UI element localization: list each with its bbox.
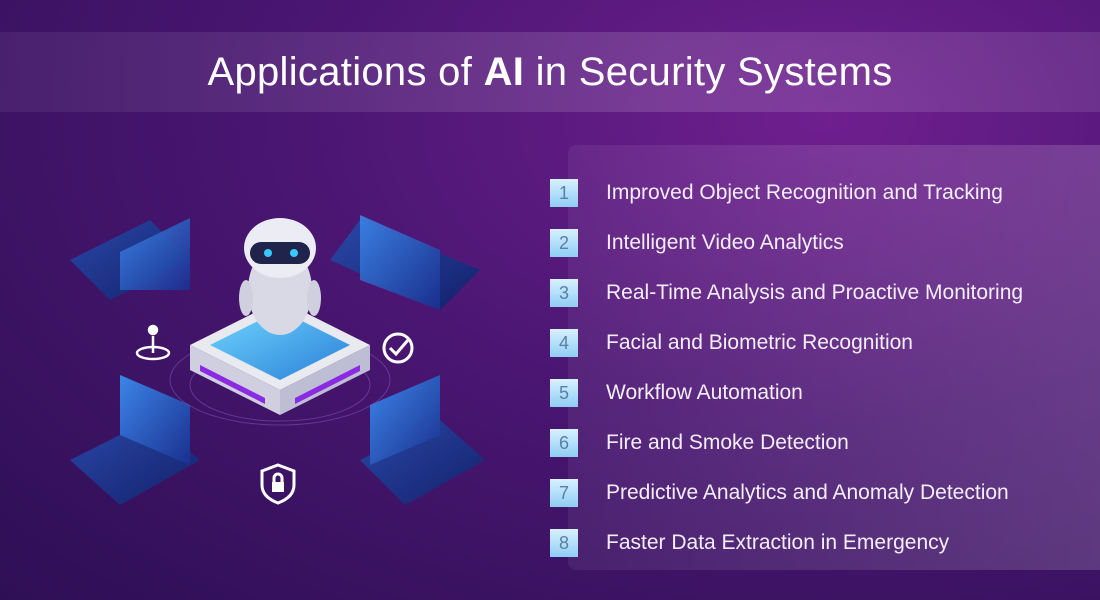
item-number-badge: 3 xyxy=(550,279,578,307)
item-label: Real-Time Analysis and Proactive Monitor… xyxy=(606,281,1024,304)
item-number-badge: 2 xyxy=(550,229,578,257)
user-location-icon xyxy=(135,324,171,361)
laptop-icon xyxy=(360,375,485,505)
item-label: Predictive Analytics and Anomaly Detecti… xyxy=(606,481,1009,504)
item-label: Intelligent Video Analytics xyxy=(606,231,844,254)
item-number-badge: 5 xyxy=(550,379,578,407)
robot-platform xyxy=(190,300,370,415)
robot-icon xyxy=(239,218,321,335)
applications-list: 1 Improved Object Recognition and Tracki… xyxy=(550,168,1023,568)
list-item: 4 Facial and Biometric Recognition xyxy=(550,318,1023,368)
list-item: 7 Predictive Analytics and Anomaly Detec… xyxy=(550,468,1023,518)
security-illustration xyxy=(70,215,485,505)
list-item: 3 Real-Time Analysis and Proactive Monit… xyxy=(550,268,1023,318)
list-item: 8 Faster Data Extraction in Emergency xyxy=(550,518,1023,568)
title-suffix: in Security Systems xyxy=(524,49,893,94)
item-label: Workflow Automation xyxy=(606,381,803,404)
item-number-badge: 6 xyxy=(550,429,578,457)
page-title: Applications of AI in Security Systems xyxy=(207,50,892,95)
list-item: 6 Fire and Smoke Detection xyxy=(550,418,1023,468)
title-bar: Applications of AI in Security Systems xyxy=(0,32,1100,112)
item-number-badge: 4 xyxy=(550,329,578,357)
check-circle-icon xyxy=(382,332,414,364)
laptop-icon xyxy=(70,375,200,505)
list-item: 2 Intelligent Video Analytics xyxy=(550,218,1023,268)
item-label: Facial and Biometric Recognition xyxy=(606,331,913,354)
applications-panel xyxy=(568,145,1100,570)
shield-lock-icon xyxy=(260,463,296,505)
item-label: Improved Object Recognition and Tracking xyxy=(606,181,1003,204)
title-prefix: Applications of xyxy=(207,49,484,94)
title-emphasis: AI xyxy=(483,49,525,94)
item-number-badge: 1 xyxy=(550,179,578,207)
item-number-badge: 8 xyxy=(550,529,578,557)
list-item: 1 Improved Object Recognition and Tracki… xyxy=(550,168,1023,218)
laptop-icon xyxy=(70,218,190,300)
list-item: 5 Workflow Automation xyxy=(550,368,1023,418)
laptop-icon xyxy=(330,215,480,310)
item-label: Fire and Smoke Detection xyxy=(606,431,849,454)
item-number-badge: 7 xyxy=(550,479,578,507)
item-label: Faster Data Extraction in Emergency xyxy=(606,531,950,554)
